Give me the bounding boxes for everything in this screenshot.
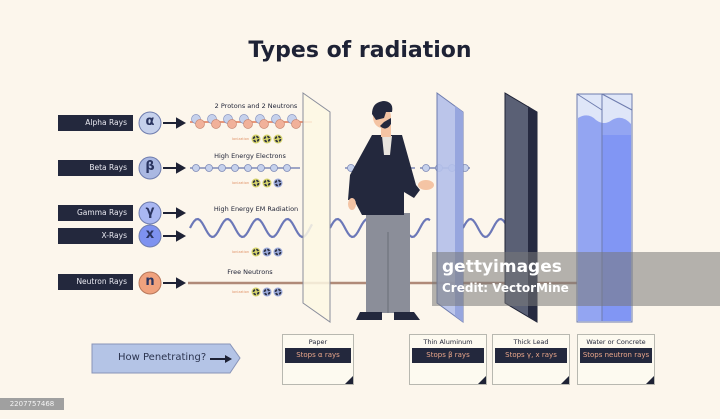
label-gamma-rays: Gamma Rays xyxy=(58,205,133,221)
ionization-label: Ionization xyxy=(232,181,250,185)
watermark-logo: gettyimages xyxy=(442,257,562,277)
neutron-particle xyxy=(291,119,301,129)
beta-symbol: β xyxy=(145,159,155,174)
label-alpha-rays: Alpha Rays xyxy=(58,115,133,131)
gamma-circle xyxy=(138,201,162,225)
page-fold-icon xyxy=(561,376,569,384)
radiation-hazard-icon xyxy=(252,248,260,256)
electron-particle xyxy=(218,164,226,172)
caption-gamma: High Energy EM Radiation xyxy=(213,205,299,213)
barrier-name: Thin Aluminum xyxy=(423,338,473,346)
radiation-hazard-icon xyxy=(252,179,260,187)
how-penetrating-arrow xyxy=(91,343,241,374)
person-illustration xyxy=(348,101,434,320)
radiation-hazard-icon xyxy=(252,288,260,296)
alpha-symbol: α xyxy=(145,114,155,129)
electron-particle xyxy=(270,164,278,172)
label-neutron-rays: Neutron Rays xyxy=(58,274,133,290)
neutron-particle xyxy=(259,119,269,129)
caption-beta: High Energy Electrons xyxy=(214,152,286,160)
ionization-label: Ionization xyxy=(232,290,250,294)
radiation-hazard-icon xyxy=(252,135,260,143)
ionization-label: Ionization xyxy=(232,250,250,254)
neutron-symbol: n xyxy=(145,274,155,289)
arrows xyxy=(163,117,187,289)
electron-particle xyxy=(244,164,252,172)
page-title: Types of radiation xyxy=(248,38,472,63)
how-penetrating-label: How Penetrating? xyxy=(118,352,207,363)
barrier-stops: Stops α rays xyxy=(285,348,351,363)
neutron-particle xyxy=(243,119,253,129)
barrier-card-lead: Thick Lead Stops γ, x rays xyxy=(492,334,570,385)
neutron-particle xyxy=(227,119,237,129)
gamma-symbol: γ xyxy=(145,204,155,219)
electron-particle xyxy=(422,164,430,172)
page-fold-icon xyxy=(345,376,353,384)
neutron-particle xyxy=(275,119,285,129)
page-fold-icon xyxy=(478,376,486,384)
label-beta-rays: Beta Rays xyxy=(58,160,133,176)
barrier-stops: Stops neutron rays xyxy=(580,348,652,363)
barrier-stops: Stops γ, x rays xyxy=(495,348,567,363)
electron-particle xyxy=(205,164,213,172)
xray-circle xyxy=(138,224,162,248)
ionization-label: Ionization xyxy=(232,137,250,141)
watermark-band xyxy=(432,252,720,306)
electron-particle xyxy=(283,164,291,172)
alpha-particle-chain xyxy=(190,114,312,129)
label-x-rays: X-Rays xyxy=(58,228,133,244)
barrier-stops: Stops β rays xyxy=(412,348,484,363)
image-id: 2207757468 xyxy=(0,398,64,410)
radiation-hazard-icon xyxy=(263,248,271,256)
electron-particle xyxy=(257,164,265,172)
barrier-name: Thick Lead xyxy=(513,338,549,346)
neutron-particle xyxy=(211,119,221,129)
ionization-icons xyxy=(251,134,283,297)
caption-alpha: 2 Protons and 2 Neutrons xyxy=(214,102,298,110)
watermark-credit: Credit: VectorMine xyxy=(442,281,569,295)
radiation-hazard-icon xyxy=(274,179,282,187)
barrier-name: Water or Concrete xyxy=(586,338,646,346)
beta-circle xyxy=(138,156,162,180)
gamma-wave xyxy=(189,217,520,239)
symbol-circles xyxy=(138,111,162,295)
radiation-hazard-icon xyxy=(274,248,282,256)
xray-symbol: x xyxy=(145,227,155,242)
electron-particle xyxy=(231,164,239,172)
radiation-hazard-icon xyxy=(274,135,282,143)
radiation-hazard-icon xyxy=(263,288,271,296)
barrier-card-aluminum: Thin Aluminum Stops β rays xyxy=(409,334,487,385)
barrier-name: Paper xyxy=(308,338,328,346)
paper-barrier xyxy=(302,92,331,323)
barrier-card-water: Water or Concrete Stops neutron rays xyxy=(577,334,655,385)
neutron-particle xyxy=(195,119,205,129)
page-fold-icon xyxy=(646,376,654,384)
radiation-hazard-icon xyxy=(274,288,282,296)
neutron-circle xyxy=(138,271,162,295)
radiation-hazard-icon xyxy=(263,179,271,187)
electron-particle xyxy=(192,164,200,172)
barrier-card-paper: Paper Stops α rays xyxy=(282,334,354,385)
alpha-circle xyxy=(138,111,162,135)
radiation-hazard-icon xyxy=(263,135,271,143)
caption-neutron: Free Neutrons xyxy=(227,268,273,276)
